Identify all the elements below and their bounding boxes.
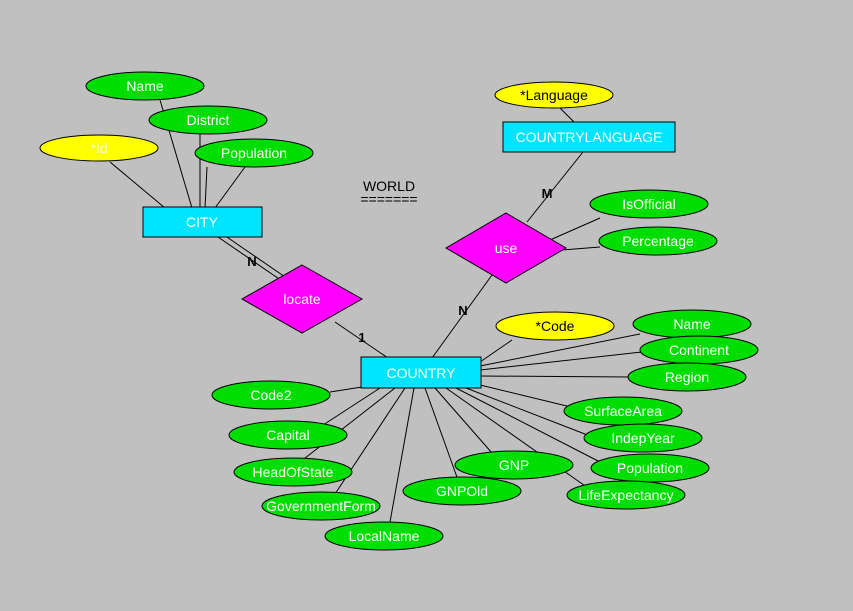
attribute-isofficial[interactable]: IsOfficial [589,189,709,219]
attribute-country-localname[interactable]: LocalName [324,521,444,551]
attribute-percentage[interactable]: Percentage [598,226,718,256]
diagram-title: WORLD [363,178,415,194]
attribute-country-code[interactable]: *Code [495,311,615,341]
attribute-city-id[interactable]: *Id [39,134,159,162]
svg-text:District: District [187,112,230,128]
svg-text:Population: Population [617,460,683,476]
attribute-country-lifeexpectancy[interactable]: LifeExpectancy [566,480,686,510]
svg-text:LocalName: LocalName [349,528,420,544]
cardinality-locate-country: 1 [358,330,365,345]
svg-text:*Code: *Code [536,318,575,334]
svg-text:Name: Name [673,316,711,332]
attribute-country-gnpold[interactable]: GNPOld [402,476,522,506]
svg-text:SurfaceArea: SurfaceArea [584,403,662,419]
svg-text:GNPOld: GNPOld [436,483,488,499]
svg-text:GNP: GNP [499,457,529,473]
attribute-country-region[interactable]: Region [627,362,747,392]
svg-text:HeadOfState: HeadOfState [253,464,334,480]
attribute-country-population[interactable]: Population [590,453,710,483]
svg-text:*Language: *Language [520,87,588,103]
attribute-country-indepyear[interactable]: IndepYear [583,423,703,453]
entity-city-label: CITY [186,214,219,230]
connector-lines [109,99,643,523]
attribute-country-headofstate[interactable]: HeadOfState [233,457,353,487]
svg-text:Region: Region [665,369,709,385]
svg-text:*Id: *Id [90,140,107,156]
svg-text:IsOfficial: IsOfficial [622,196,675,212]
attribute-country-continent[interactable]: Continent [639,335,759,365]
svg-text:LifeExpectancy: LifeExpectancy [579,487,674,503]
cardinality-country-use: N [458,303,467,318]
relationship-locate[interactable]: locate [240,264,364,334]
attribute-country-gnp[interactable]: GNP [454,450,574,480]
entity-countrylanguage-label: COUNTRYLANGUAGE [516,129,663,145]
entity-countrylanguage[interactable]: COUNTRYLANGUAGE [502,121,676,153]
svg-text:IndepYear: IndepYear [611,430,675,446]
relationship-locate-label: locate [283,291,321,307]
svg-text:Continent: Continent [669,342,729,358]
entity-city[interactable]: CITY [142,206,263,238]
attribute-language[interactable]: *Language [494,81,614,109]
cardinality-city-locate: N [247,254,256,269]
attribute-city-district[interactable]: District [148,105,268,135]
relationship-use[interactable]: use [445,212,567,284]
relationship-use-label: use [495,240,518,256]
entity-country[interactable]: COUNTRY [360,356,482,389]
attribute-city-name[interactable]: Name [85,71,205,101]
attribute-country-name[interactable]: Name [632,309,752,339]
svg-text:GovernmentForm: GovernmentForm [266,498,376,514]
entity-country-label: COUNTRY [387,365,457,381]
diagram-title-underline: ======= [360,191,417,207]
attribute-country-governmentform[interactable]: GovernmentForm [261,491,381,521]
attribute-city-population[interactable]: Population [194,138,314,168]
svg-text:Name: Name [126,78,164,94]
svg-text:Percentage: Percentage [622,233,694,249]
cardinality-use-language: M [542,186,553,201]
attribute-country-capital[interactable]: Capital [228,420,348,450]
svg-text:Capital: Capital [266,427,310,443]
attribute-country-code2[interactable]: Code2 [211,380,331,410]
svg-text:Population: Population [221,145,287,161]
svg-text:Code2: Code2 [250,387,291,403]
attribute-country-surfacearea[interactable]: SurfaceArea [563,396,683,426]
